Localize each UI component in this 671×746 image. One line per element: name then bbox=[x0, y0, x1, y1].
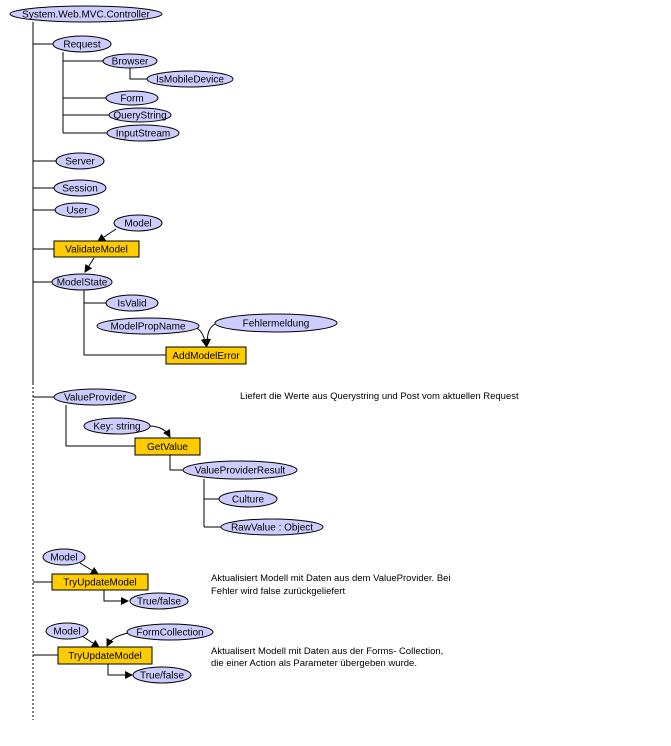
node-value-provider-label: ValueProvider bbox=[64, 393, 127, 404]
node-add-model-error: AddModelError bbox=[165, 346, 247, 365]
node-model-2: Model bbox=[42, 548, 86, 566]
node-controller: System.Web.MVC.Controller bbox=[9, 5, 163, 23]
node-culture: Culture bbox=[218, 490, 278, 508]
node-is-valid: IsValid bbox=[105, 294, 159, 312]
node-is-mobile-device-label: IsMobileDevice bbox=[156, 75, 224, 86]
node-model-1: Model bbox=[113, 214, 163, 232]
node-try-update-model-2: TryUpdateModel bbox=[57, 646, 153, 665]
node-form-collection: FormCollection bbox=[126, 623, 214, 641]
node-value-provider-result: ValueProviderResult bbox=[182, 460, 298, 480]
node-add-model-error-label: AddModelError bbox=[172, 351, 240, 362]
node-model-state-label: ModelState bbox=[57, 278, 108, 289]
node-server-label: Server bbox=[65, 157, 95, 168]
node-fehlermeldung-label: Fehlermeldung bbox=[243, 319, 310, 330]
arrow-tryupdate-truefalse-1 bbox=[103, 590, 129, 605]
arrow-model-tryupdate-1 bbox=[79, 562, 99, 575]
node-try-update-model-2-label: TryUpdateModel bbox=[68, 651, 142, 662]
node-server: Server bbox=[55, 152, 105, 170]
node-query-string-label: QueryString bbox=[113, 111, 166, 122]
note-try-update-2-line2: die einer Action als Parameter übergeben… bbox=[211, 658, 417, 669]
node-input-stream: InputStream bbox=[106, 124, 180, 142]
node-browser: Browser bbox=[102, 53, 158, 69]
node-form-label: Form bbox=[120, 94, 143, 105]
node-validate-model: ValidateModel bbox=[53, 240, 140, 258]
node-is-valid-label: IsValid bbox=[117, 299, 146, 310]
node-true-false-2-label: True/false bbox=[140, 671, 185, 682]
arrow-tryupdate-truefalse-2 bbox=[107, 664, 133, 679]
node-true-false-1-label: True/false bbox=[137, 597, 182, 608]
node-browser-label: Browser bbox=[112, 57, 149, 68]
arrow-fehlermeldung bbox=[203, 323, 216, 347]
node-get-value: GetValue bbox=[134, 437, 201, 456]
arrow-formcollection-tryupdate bbox=[106, 632, 129, 647]
node-raw-value-label: RawValue : Object bbox=[231, 523, 313, 534]
arrow-model-validate bbox=[97, 228, 117, 242]
branch-ismobiledevice bbox=[129, 68, 148, 80]
node-is-mobile-device: IsMobileDevice bbox=[146, 70, 234, 88]
node-model-prop-name: ModelPropName bbox=[96, 317, 200, 335]
node-model-prop-name-label: ModelPropName bbox=[110, 322, 185, 333]
note-value-provider: Liefert die Werte aus Querystring und Po… bbox=[240, 391, 519, 402]
node-try-update-model-1-label: TryUpdateModel bbox=[63, 578, 137, 589]
node-key-string: Key: string bbox=[83, 417, 151, 435]
arrow-model-tryupdate-2 bbox=[81, 635, 100, 648]
node-get-value-label: GetValue bbox=[147, 442, 188, 453]
node-model-3: Model bbox=[45, 622, 89, 640]
note-try-update-2-line1: Aktualisert Modell mit Daten aus der For… bbox=[211, 646, 443, 657]
node-true-false-2: True/false bbox=[132, 666, 192, 684]
node-model-1-label: Model bbox=[124, 219, 151, 230]
node-value-provider: ValueProvider bbox=[53, 388, 137, 406]
node-form: Form bbox=[105, 90, 159, 106]
node-model-state: ModelState bbox=[51, 273, 113, 291]
node-model-2-label: Model bbox=[50, 553, 77, 564]
note-try-update-1-line2: Fehler wird false zurückgeliefert bbox=[211, 586, 345, 597]
node-culture-label: Culture bbox=[232, 495, 265, 506]
arrow-validate-modelstate bbox=[84, 257, 95, 273]
branch-getvalue bbox=[65, 405, 135, 447]
node-user: User bbox=[54, 202, 100, 218]
node-raw-value: RawValue : Object bbox=[220, 518, 324, 536]
connectors bbox=[32, 22, 221, 720]
node-user-label: User bbox=[66, 206, 88, 217]
node-request-label: Request bbox=[63, 40, 100, 51]
node-validate-model-label: ValidateModel bbox=[65, 245, 128, 256]
node-session: Session bbox=[53, 179, 107, 197]
branch-addmodelerror bbox=[83, 290, 166, 356]
node-query-string: QueryString bbox=[108, 107, 172, 123]
node-fehlermeldung: Fehlermeldung bbox=[214, 313, 338, 333]
node-true-false-1: True/false bbox=[129, 592, 189, 610]
node-value-provider-result-label: ValueProviderResult bbox=[195, 466, 286, 477]
node-input-stream-label: InputStream bbox=[116, 129, 170, 140]
node-controller-label: System.Web.MVC.Controller bbox=[22, 10, 150, 21]
node-form-collection-label: FormCollection bbox=[136, 628, 203, 639]
node-session-label: Session bbox=[62, 184, 98, 195]
note-try-update-1-line1: Aktualisiert Modell mit Daten aus dem Va… bbox=[211, 573, 451, 584]
node-model-3-label: Model bbox=[53, 627, 80, 638]
node-request: Request bbox=[52, 35, 112, 53]
branch-valueproviderresult bbox=[169, 455, 183, 471]
node-key-string-label: Key: string bbox=[93, 422, 140, 433]
node-try-update-model-1: TryUpdateModel bbox=[51, 573, 149, 591]
arrow-key-getvalue bbox=[147, 425, 171, 438]
